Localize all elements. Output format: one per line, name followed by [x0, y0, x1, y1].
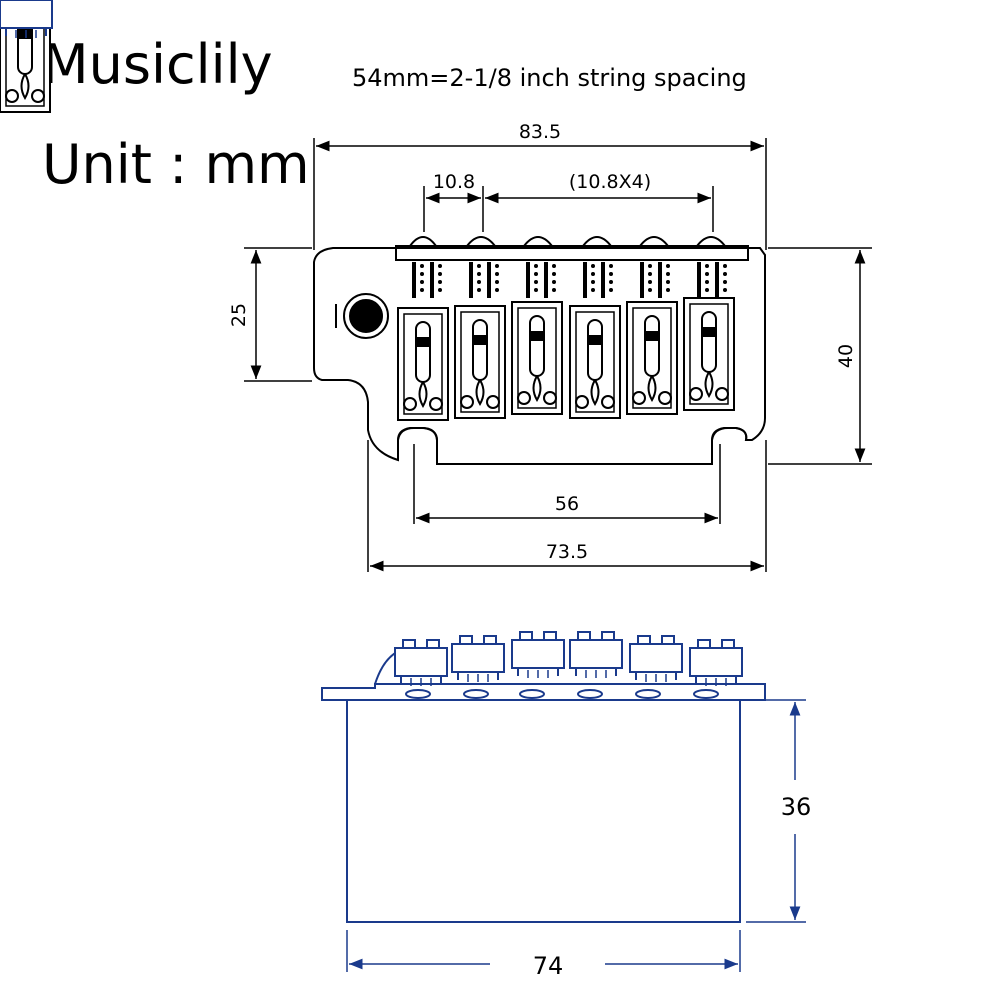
dim-label-string-pitch: 10.8 [433, 171, 475, 193]
saddles [0, 0, 735, 421]
dim-label-post-spacing: 56 [555, 493, 579, 515]
dimension-post-spacing [413, 444, 721, 524]
dim-label-block-height: 36 [781, 793, 812, 821]
dim-label-overall-width: 83.5 [519, 121, 561, 143]
dimension-block-width [346, 930, 741, 972]
top-view [313, 236, 766, 465]
sustain-block [346, 699, 741, 923]
dimension-base-width [367, 440, 767, 572]
dimension-left-height [244, 247, 312, 382]
side-saddles [0, 0, 743, 687]
dim-label-string-pitch-total: (10.8X4) [569, 171, 651, 193]
springs [412, 262, 727, 298]
dim-label-block-width: 74 [533, 952, 564, 980]
dimension-string-pitch [423, 186, 714, 232]
side-view [321, 647, 766, 923]
dim-label-base-width: 73.5 [546, 541, 588, 563]
dimension-block-height [746, 699, 806, 923]
dim-label-left-height: 25 [228, 303, 250, 327]
top-rail [395, 245, 749, 261]
brand-title: Musiclily [42, 33, 273, 96]
dimension-right-height [768, 247, 872, 465]
spacing-note: 54mm=2-1/8 inch string spacing [352, 64, 747, 92]
unit-label: Unit : mm [42, 133, 310, 196]
dim-label-right-height: 40 [835, 344, 857, 368]
dimension-overall-width [313, 138, 767, 250]
tremolo-arm-socket [343, 293, 389, 339]
